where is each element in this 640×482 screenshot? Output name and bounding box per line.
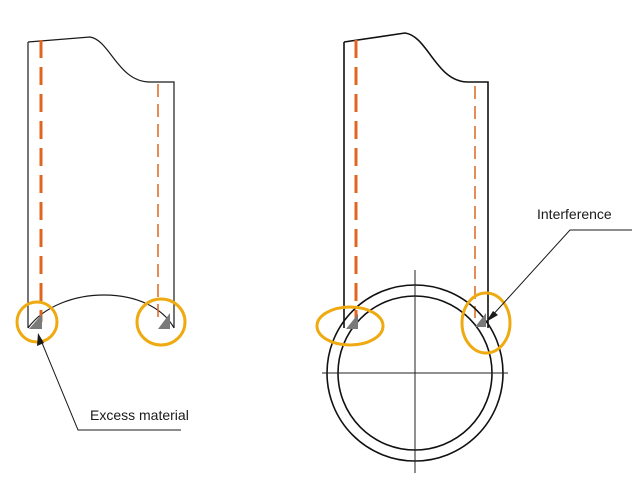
left-excess-highlight-ring-right — [135, 297, 187, 347]
excess-material-leader-line — [39, 337, 181, 431]
right-tube-figure: Interference — [315, 32, 632, 473]
excess-material-label: Excess material — [90, 407, 189, 423]
right-tube-outline — [343, 32, 489, 328]
interference-label: Interference — [537, 206, 612, 222]
left-tube-outline — [27, 36, 175, 329]
left-tube-figure: Excess material — [15, 36, 189, 431]
left-excess-wedge-left — [29, 314, 42, 329]
right-interference-highlight-ring-left — [315, 305, 385, 347]
right-interference-wedge-right — [475, 313, 486, 327]
excess-material-arrow-head — [37, 333, 44, 346]
left-excess-highlight-ring-left — [15, 300, 59, 344]
right-interference-wedge-left — [346, 314, 358, 329]
left-excess-wedge-right — [158, 313, 170, 329]
right-interference-highlight-ring-right — [460, 291, 512, 355]
interference-arrow-head — [486, 311, 498, 322]
interference-leader-line — [489, 229, 632, 319]
